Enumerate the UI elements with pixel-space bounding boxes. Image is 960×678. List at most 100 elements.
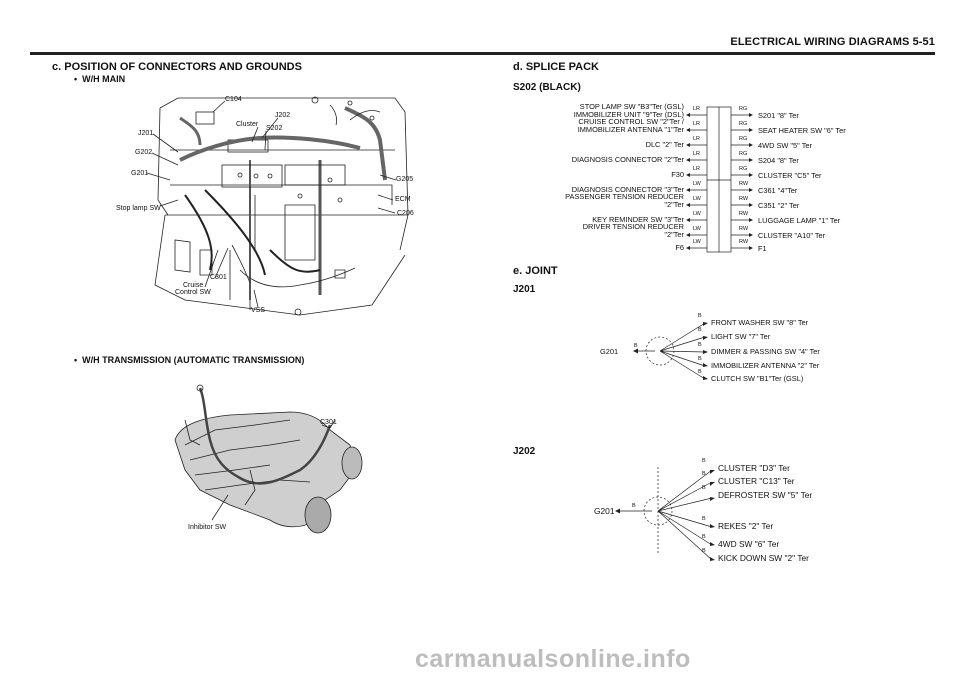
label-g201: G201	[131, 170, 149, 177]
j201-item-wire: B	[698, 342, 702, 348]
splice-right-label: CLUSTER "C5" Ter	[758, 171, 822, 180]
wh-transmission-label: W/H TRANSMISSION (AUTOMATIC TRANSMISSION…	[82, 355, 305, 365]
wh-main-bullet: • W/H MAIN	[74, 74, 126, 84]
splice-left-label: DIAGNOSIS CONNECTOR "2"Ter	[572, 156, 684, 164]
splice-left-wire-color: LW	[693, 226, 701, 232]
j202-item-wire: B	[702, 458, 706, 464]
splice-left-wire-color: LR	[693, 136, 701, 142]
splice-right-wire-color: RG	[739, 136, 748, 142]
j202-item: CLUSTER "D3" Ter	[718, 463, 790, 473]
splice-right-wire-color: RG	[739, 151, 748, 157]
wh-transmission-drawing	[174, 384, 363, 534]
splice-left-label: DIAGNOSIS CONNECTOR "3"Ter	[572, 186, 684, 194]
splice-right-label: CLUSTER "A10" Ter	[758, 231, 826, 240]
splice-right-wire-color: RW	[739, 181, 749, 187]
wh-main-drawing	[146, 96, 409, 316]
splice-right-wire-color: RG	[739, 121, 748, 127]
splice-left-wire-color: LR	[693, 166, 701, 172]
splice-right-label: 4WD SW "5" Ter	[758, 141, 812, 150]
label-trans-c301: C301	[320, 419, 337, 426]
j201-ground-label: G201	[600, 347, 619, 356]
label-c301: C301	[210, 274, 227, 281]
splice-left-label: PASSENGER TENSION REDUCER"2"Ter	[565, 193, 684, 209]
splice-section-title: d. SPLICE PACK	[513, 61, 599, 73]
splice-left-line: "2"Ter	[664, 200, 684, 209]
j202-drawing	[620, 467, 713, 561]
splice-left-line: DIAGNOSIS CONNECTOR "3"Ter	[571, 185, 684, 194]
splice-right-wire-color: RW	[739, 211, 749, 217]
label-c104: C104	[225, 96, 242, 103]
splice-left-line: KEY REMINDER SW "3"Ter	[592, 215, 684, 224]
splice-left-wire-color: LR	[693, 106, 701, 112]
splice-left-line: CRUISE CONTROL SW "2"Ter /	[578, 117, 684, 126]
splice-right-label: LUGGAGE LAMP "1" Ter	[758, 216, 841, 225]
label-cluster: Cluster	[236, 121, 259, 128]
j202-ground-wire: B	[632, 503, 636, 509]
splice-left-label: STOP LAMP SW "B3"Ter (GSL)IMMOBILIZER UN…	[574, 103, 684, 119]
splice-left-label: CRUISE CONTROL SW "2"Ter /IMMOBILIZER AN…	[578, 118, 684, 134]
splice-left-line: STOP LAMP SW "B3"Ter (GSL)	[579, 102, 684, 111]
splice-left-label: KEY REMINDER SW "3"Ter	[592, 216, 684, 224]
j202-item: CLUSTER "C13" Ter	[718, 476, 795, 486]
splice-right-label: C351 "2" Ter	[758, 201, 800, 210]
splice-left-wire-color: LW	[693, 211, 701, 217]
j201-ground-wire: B	[634, 343, 638, 349]
j202-title: J202	[513, 446, 536, 457]
splice-left-label: DRIVER TENSION REDUCER"2"Ter	[583, 223, 684, 239]
j201-item-wire: B	[698, 369, 702, 375]
j201-title: J201	[513, 284, 536, 295]
splice-left-line: "2"Ter	[664, 230, 684, 239]
j201-item: IMMOBILIZER ANTENNA "2" Ter	[711, 361, 820, 370]
label-g205: G205	[396, 176, 414, 183]
label-j202: J202	[275, 112, 291, 119]
j202-item-wire: B	[702, 534, 706, 540]
j202-item-wire: B	[702, 471, 706, 477]
label-ecm: ECM	[395, 196, 411, 203]
j201-item: FRONT WASHER SW "8" Ter	[711, 318, 809, 327]
page-header: ELECTRICAL WIRING DIAGRAMS 5-51	[730, 36, 935, 48]
splice-right-wire-color: RG	[739, 166, 748, 172]
label-inhibitor-sw: Inhibitor SW	[188, 524, 227, 531]
label-control-sw: Control SW	[175, 289, 211, 296]
wh-transmission-bullet: • W/H TRANSMISSION (AUTOMATIC TRANSMISSI…	[74, 355, 305, 365]
splice-right-label: S201 "8" Ter	[758, 111, 799, 120]
splice-right-arrows	[731, 114, 751, 249]
j201-item-wire: B	[698, 356, 702, 362]
j201-item: CLUTCH SW "B1"Ter (GSL)	[711, 374, 804, 383]
j202-arrowheads	[615, 470, 715, 561]
header-rule	[30, 52, 935, 55]
label-stop-lamp-sw: Stop lamp SW	[116, 205, 161, 212]
j202-item: KICK DOWN SW "2" Ter	[718, 553, 809, 563]
j201-item-wire: B	[698, 327, 702, 333]
j201-item: LIGHT SW "7" Ter	[711, 332, 771, 341]
j202-item-wire: B	[702, 548, 706, 554]
j202-item: 4WD SW "6" Ter	[718, 539, 780, 549]
splice-left-wire-color: LW	[693, 181, 701, 187]
j201-drawing	[637, 322, 706, 380]
splice-left-label: F30	[671, 171, 684, 179]
splice-left-wire-color: LW	[693, 196, 701, 202]
joint-section-title: e. JOINT	[513, 265, 558, 277]
label-cruise: Cruise	[183, 282, 204, 289]
j202-item-wire: B	[702, 485, 706, 491]
splice-left-line: F30	[671, 170, 684, 179]
j201-arrowheads	[633, 322, 708, 380]
j202-item-wire: B	[702, 516, 706, 522]
label-g202: G202	[135, 149, 153, 156]
splice-left-line: DRIVER TENSION REDUCER	[582, 222, 684, 231]
splice-left-line: DIAGNOSIS CONNECTOR "2"Ter	[571, 155, 684, 164]
splice-right-label: S204 "8" Ter	[758, 156, 799, 165]
label-c206: C206	[397, 210, 414, 217]
splice-right-wire-color: RG	[739, 106, 748, 112]
j202-item: DEFROSTER SW "5" Ter	[718, 490, 813, 500]
splice-right-label: F1	[758, 244, 767, 253]
s202-title: S202 (BLACK)	[513, 82, 581, 93]
splice-right-label: C361 "4"Ter	[758, 186, 798, 195]
label-j201: J201	[138, 130, 154, 137]
splice-arrowheads	[686, 113, 753, 250]
splice-left-label: DLC "2" Ter	[646, 141, 684, 149]
splice-left-wire-color: LR	[693, 151, 701, 157]
position-section-title: c. POSITION OF CONNECTORS AND GROUNDS	[52, 61, 302, 73]
wh-main-label: W/H MAIN	[82, 74, 126, 84]
